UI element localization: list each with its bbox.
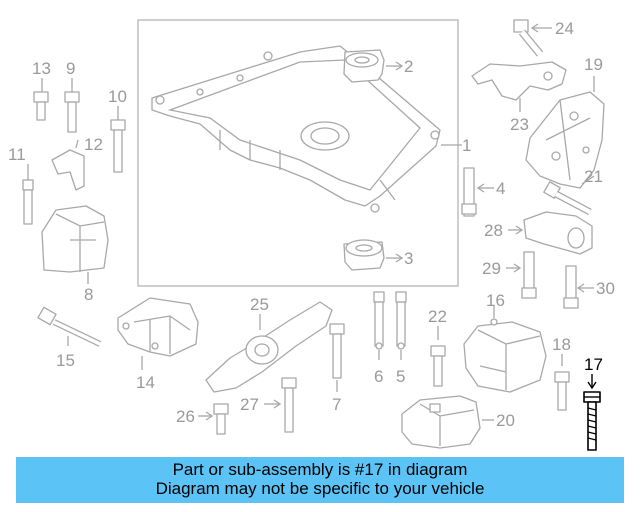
callout-12: 12 — [84, 135, 103, 154]
callout-29: 29 — [482, 259, 501, 278]
part-26-bolt[interactable] — [213, 403, 229, 435]
callout-9: 9 — [66, 59, 75, 78]
part-27-bolt[interactable] — [281, 377, 297, 433]
callout-21: 21 — [584, 167, 603, 186]
part-9-bolt[interactable] — [64, 91, 80, 133]
callout-19: 19 — [584, 55, 603, 74]
callout-5: 5 — [396, 367, 405, 386]
part-15-bolt[interactable] — [37, 306, 102, 347]
part-13-nut[interactable] — [33, 91, 49, 121]
callout-15: 15 — [56, 351, 75, 370]
part-21-bolt[interactable] — [543, 181, 592, 216]
callout-27: 27 — [240, 395, 259, 414]
part-7-bolt[interactable] — [329, 323, 345, 379]
part-8-mount[interactable] — [41, 205, 109, 273]
banner-line-2: Diagram may not be specific to your vehi… — [155, 479, 485, 498]
callout-2: 2 — [404, 57, 413, 76]
parts-diagram: 1 2 3 13 9 10 11 12 — [8, 19, 615, 451]
part-12-bracket[interactable] — [51, 149, 85, 191]
callout-7: 7 — [332, 395, 341, 414]
callout-13: 13 — [32, 59, 51, 78]
part-1-subframe[interactable] — [151, 45, 441, 213]
part-19-bracket[interactable] — [525, 91, 605, 189]
part-25-torque-arm[interactable] — [205, 301, 333, 393]
callout-14: 14 — [136, 373, 155, 392]
callout-8: 8 — [84, 285, 93, 304]
callout-4: 4 — [496, 179, 505, 198]
part-14-mount[interactable] — [117, 297, 199, 357]
part-5-bolt[interactable] — [395, 291, 407, 350]
callout-18: 18 — [552, 335, 571, 354]
part-16-mount[interactable] — [463, 318, 547, 393]
info-banner: Part or sub-assembly is #17 in diagram D… — [16, 457, 624, 503]
part-10-bolt[interactable] — [110, 119, 126, 173]
callout-3: 3 — [404, 249, 413, 268]
callout-23: 23 — [510, 115, 529, 134]
banner-line-1: Part or sub-assembly is #17 in diagram — [172, 460, 468, 479]
part-20-mount[interactable] — [401, 395, 481, 449]
part-3-bushing[interactable] — [343, 239, 385, 271]
part-11-stud[interactable] — [22, 179, 34, 225]
callout-6: 6 — [374, 367, 383, 386]
part-22-bolt[interactable] — [430, 345, 446, 387]
part-28-bracket[interactable] — [523, 211, 593, 255]
callout-24: 24 — [555, 19, 574, 38]
subframe-frame — [137, 19, 459, 287]
callout-20: 20 — [496, 411, 515, 430]
part-6-bolt[interactable] — [373, 291, 385, 350]
part-2-bushing[interactable] — [343, 49, 385, 83]
callout-17: 17 — [584, 355, 603, 374]
part-17-bolt[interactable] — [583, 391, 601, 451]
callout-28: 28 — [484, 221, 503, 240]
callout-1: 1 — [462, 136, 471, 155]
part-23-bracket[interactable] — [471, 61, 567, 101]
part-4-bolt[interactable] — [461, 167, 477, 217]
part-29-bolt[interactable] — [521, 251, 537, 299]
part-24-bolt[interactable] — [513, 19, 544, 57]
part-30-bolt[interactable] — [563, 265, 579, 309]
callout-26: 26 — [176, 407, 195, 426]
callout-22: 22 — [428, 307, 447, 326]
part-18-bolt[interactable] — [554, 371, 570, 411]
callout-10: 10 — [108, 87, 127, 106]
callout-11: 11 — [8, 145, 26, 164]
callout-16: 16 — [486, 291, 505, 310]
callout-25: 25 — [250, 295, 269, 314]
callout-30: 30 — [596, 279, 615, 298]
